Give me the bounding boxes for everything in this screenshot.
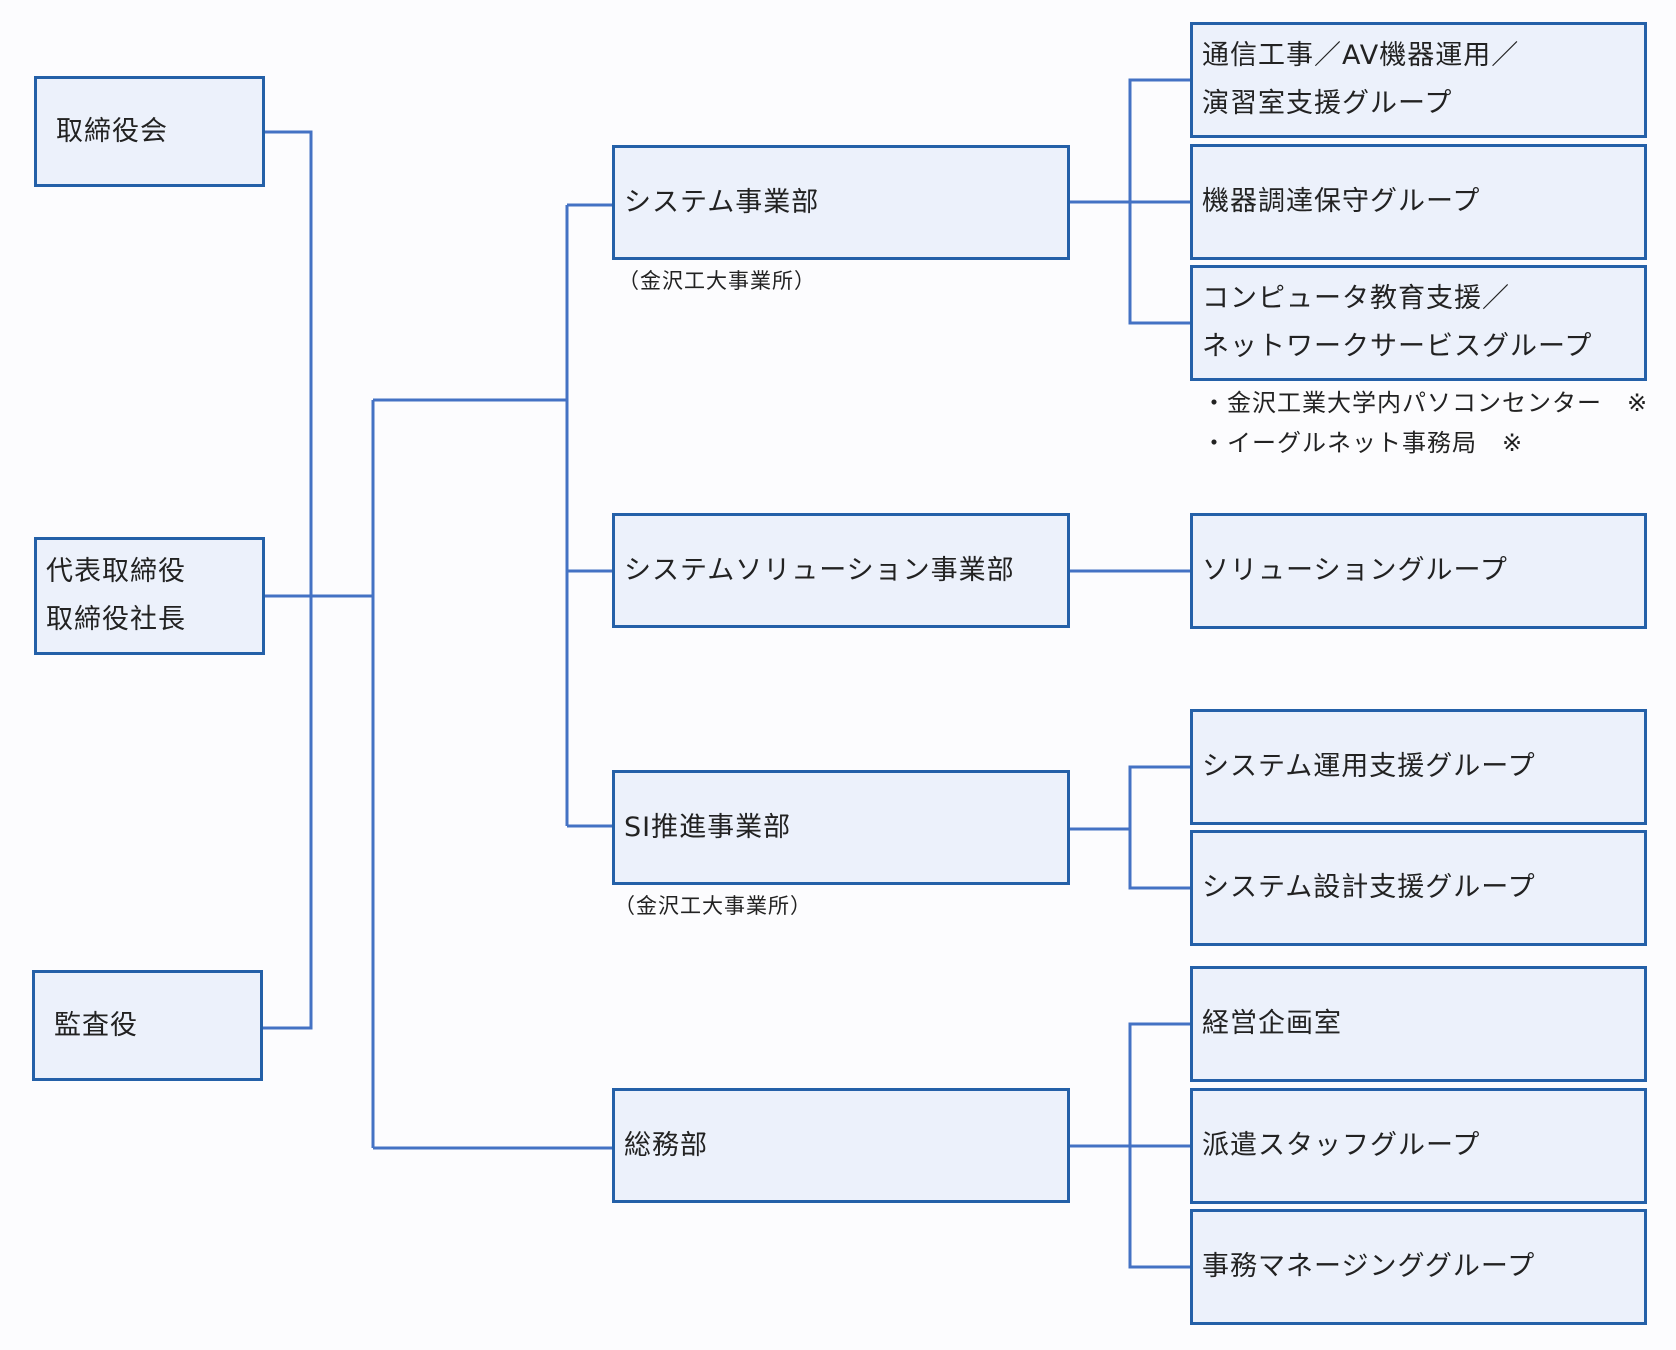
- comm-av-group-line2: 演習室支援グループ: [1202, 88, 1453, 119]
- auditor-label: 監査役: [54, 1009, 138, 1041]
- si-division-label: SI推進事業部: [624, 811, 792, 843]
- system-division-box: システム事業部: [612, 145, 1070, 260]
- solution-division-label: システムソリューション事業部: [624, 554, 1015, 586]
- auditor-box: 監査役: [32, 970, 263, 1081]
- equipment-group-label: 機器調達保守グループ: [1202, 186, 1481, 217]
- comm-av-group-line1: 通信工事／AV機器運用／: [1202, 40, 1520, 71]
- sys-design-group-label: システム設計支援グループ: [1202, 872, 1536, 903]
- comm-av-group-box: 通信工事／AV機器運用／ 演習室支援グループ: [1190, 22, 1647, 138]
- staffing-group-box: 派遣スタッフグループ: [1190, 1088, 1647, 1204]
- president-title-line1: 代表取締役: [46, 556, 186, 587]
- president-title-line2: 取締役社長: [46, 604, 186, 635]
- si-division-location: （金沢工大事業所）: [614, 894, 812, 918]
- computer-edu-group-box: コンピュータ教育支援／ ネットワークサービスグループ: [1190, 265, 1647, 381]
- sys-design-group-box: システム設計支援グループ: [1190, 830, 1647, 946]
- system-division-location: （金沢工大事業所）: [618, 269, 816, 293]
- solution-division-box: システムソリューション事業部: [612, 513, 1070, 628]
- staffing-group-label: 派遣スタッフグループ: [1202, 1130, 1481, 1161]
- note-pc-center: ・金沢工業大学内パソコンセンター ※: [1202, 389, 1649, 417]
- president-box: 代表取締役 取締役社長: [34, 537, 265, 655]
- system-division-label: システム事業部: [624, 186, 820, 218]
- office-mgmt-group-label: 事務マネージンググループ: [1202, 1251, 1536, 1282]
- si-division-box: SI推進事業部: [612, 770, 1070, 885]
- sys-ops-group-box: システム運用支援グループ: [1190, 709, 1647, 825]
- board-label: 取締役会: [56, 115, 168, 147]
- solution-group-label: ソリューショングループ: [1202, 555, 1508, 586]
- computer-edu-group-line2: ネットワークサービスグループ: [1202, 331, 1593, 362]
- general-affairs-box: 総務部: [612, 1088, 1070, 1203]
- planning-office-label: 経営企画室: [1202, 1008, 1342, 1039]
- solution-group-box: ソリューショングループ: [1190, 513, 1647, 629]
- sys-ops-group-label: システム運用支援グループ: [1202, 751, 1536, 782]
- equipment-group-box: 機器調達保守グループ: [1190, 144, 1647, 260]
- general-affairs-label: 総務部: [624, 1129, 708, 1161]
- planning-office-box: 経営企画室: [1190, 966, 1647, 1082]
- note-eaglenet: ・イーグルネット事務局 ※: [1202, 429, 1524, 457]
- board-of-directors-box: 取締役会: [34, 76, 265, 187]
- office-mgmt-group-box: 事務マネージンググループ: [1190, 1209, 1647, 1325]
- computer-edu-group-line1: コンピュータ教育支援／: [1202, 283, 1510, 314]
